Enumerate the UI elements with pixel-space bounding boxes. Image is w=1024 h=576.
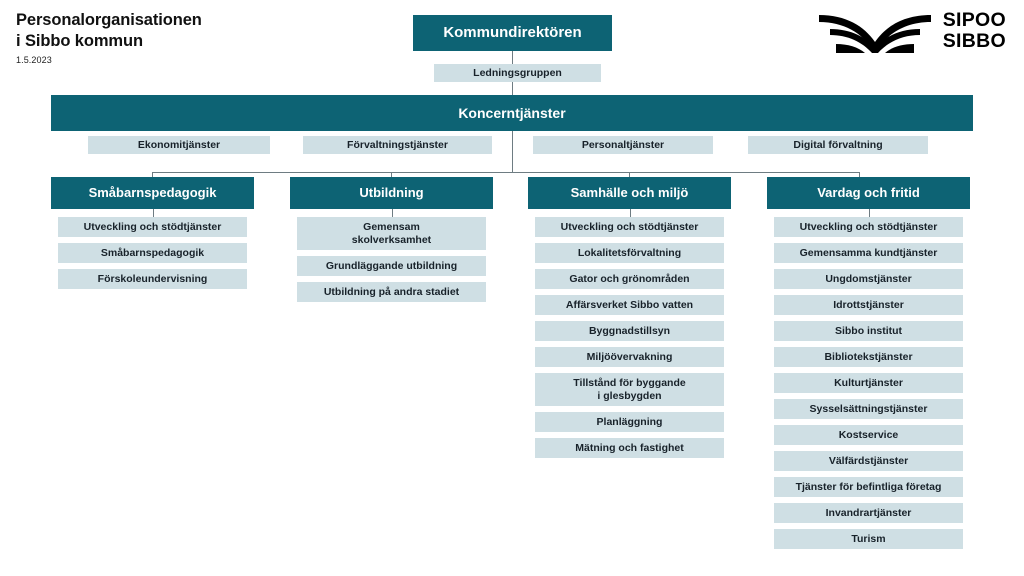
department-3-item-9[interactable]: Välfärdstjänster xyxy=(774,451,963,471)
connector-mgmt-to-group xyxy=(512,82,513,95)
title-block: Personalorganisationen i Sibbo kommun 1.… xyxy=(16,10,346,65)
connector-department-3-to-items xyxy=(869,209,870,217)
box-koncerntjanster[interactable]: Koncerntjänster xyxy=(51,95,973,131)
department-3-item-2[interactable]: Ungdomstjänster xyxy=(774,269,963,289)
department-0-item-2[interactable]: Förskoleundervisning xyxy=(58,269,247,289)
department-3-item-5[interactable]: Bibliotekstjänster xyxy=(774,347,963,367)
logo: SIPOO SIBBO xyxy=(816,8,1006,54)
department-2-item-7[interactable]: Planläggning xyxy=(535,412,724,432)
department-3-item-4[interactable]: Sibbo institut xyxy=(774,321,963,341)
connector-department-1-to-items xyxy=(392,209,393,217)
department-2-item-5[interactable]: Miljöövervakning xyxy=(535,347,724,367)
department-0-item-0[interactable]: Utveckling och stödtjänster xyxy=(58,217,247,237)
department-2-item-3[interactable]: Affärsverket Sibbo vatten xyxy=(535,295,724,315)
department-1-item-0[interactable]: Gemensam skolverksamhet xyxy=(297,217,486,250)
department-1-item-2[interactable]: Utbildning på andra stadiet xyxy=(297,282,486,302)
department-2-item-6[interactable]: Tillstånd för byggande i glesbygden xyxy=(535,373,724,406)
connector-group-spine xyxy=(512,131,513,172)
box-group-service-1[interactable]: Förvaltningstjänster xyxy=(303,136,492,154)
connector-department-2-to-items xyxy=(630,209,631,217)
box-group-service-3[interactable]: Digital förvaltning xyxy=(748,136,928,154)
department-header-2[interactable]: Samhälle och miljö xyxy=(528,177,731,209)
department-3-item-0[interactable]: Utveckling och stödtjänster xyxy=(774,217,963,237)
department-3-item-8[interactable]: Kostservice xyxy=(774,425,963,445)
department-1-item-1[interactable]: Grundläggande utbildning xyxy=(297,256,486,276)
box-kommundirektoren[interactable]: Kommundirektören xyxy=(413,15,612,51)
department-3-item-10[interactable]: Tjänster för befintliga företag xyxy=(774,477,963,497)
department-header-3[interactable]: Vardag och fritid xyxy=(767,177,970,209)
department-2-item-1[interactable]: Lokalitetsförvaltning xyxy=(535,243,724,263)
department-2-item-2[interactable]: Gator och grönområden xyxy=(535,269,724,289)
box-ledningsgruppen[interactable]: Ledningsgruppen xyxy=(434,64,601,82)
connector-ceo-to-mgmt xyxy=(512,51,513,64)
department-0-item-1[interactable]: Småbarnspedagogik xyxy=(58,243,247,263)
connector-department-0-to-items xyxy=(153,209,154,217)
box-group-service-0[interactable]: Ekonomitjänster xyxy=(88,136,270,154)
department-header-0[interactable]: Småbarnspedagogik xyxy=(51,177,254,209)
department-3-item-12[interactable]: Turism xyxy=(774,529,963,549)
page-date: 1.5.2023 xyxy=(16,55,52,66)
department-3-item-6[interactable]: Kulturtjänster xyxy=(774,373,963,393)
department-3-item-3[interactable]: Idrottstjänster xyxy=(774,295,963,315)
box-group-service-2[interactable]: Personaltjänster xyxy=(533,136,713,154)
department-3-item-1[interactable]: Gemensamma kundtjänster xyxy=(774,243,963,263)
logo-text: SIPOO SIBBO xyxy=(942,9,1006,52)
department-2-item-8[interactable]: Mätning och fastighet xyxy=(535,438,724,458)
department-2-item-0[interactable]: Utveckling och stödtjänster xyxy=(535,217,724,237)
sipoo-wing-logo-icon xyxy=(818,15,931,53)
department-header-1[interactable]: Utbildning xyxy=(290,177,493,209)
department-2-item-4[interactable]: Byggnadstillsyn xyxy=(535,321,724,341)
connector-department-bus xyxy=(152,172,859,173)
department-3-item-7[interactable]: Sysselsättningstjänster xyxy=(774,399,963,419)
page-title: Personalorganisationen i Sibbo kommun xyxy=(16,11,202,51)
department-3-item-11[interactable]: Invandrartjänster xyxy=(774,503,963,523)
